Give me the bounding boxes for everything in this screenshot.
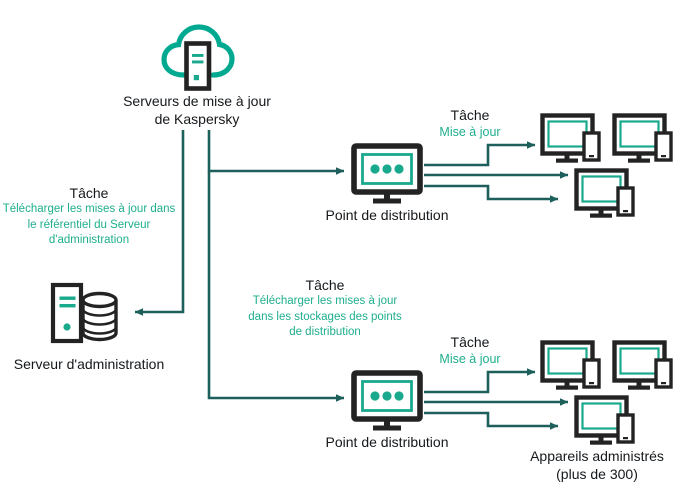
monitor-phone-icon bbox=[574, 168, 635, 218]
wire-cloud-to-dp-bottom bbox=[207, 171, 345, 402]
label-task-update-top-line1: Mise à jour bbox=[439, 125, 501, 140]
label-task-to-distribution-points-heading: Tâche bbox=[305, 277, 345, 293]
label-task-update-bottom: Tâche Mise à jour bbox=[409, 333, 531, 368]
wire-dp-top-to-device-1 bbox=[424, 141, 536, 167]
monitor-dots-icon bbox=[351, 370, 423, 431]
label-task-update-top: Tâche Mise à jour bbox=[409, 106, 531, 141]
update-servers-caption-line2: de Kaspersky bbox=[154, 111, 240, 128]
admin-server-caption: Serveur d'administration bbox=[13, 356, 165, 372]
wire-cloud-to-dp-top bbox=[207, 130, 345, 175]
monitor-phone-icon bbox=[612, 340, 673, 390]
monitor-phone-icon bbox=[574, 395, 635, 445]
wire-dp-bottom-to-device-3 bbox=[424, 411, 559, 430]
server-database-icon bbox=[50, 282, 118, 344]
update-servers-caption: Serveurs de mise à jour de Kaspersky bbox=[82, 92, 312, 128]
label-task-to-distribution-points-line3: de distribution bbox=[289, 325, 361, 338]
label-task-to-admin-server-line1: Télécharger les mises à jour dans bbox=[2, 203, 176, 216]
label-task-update-bottom-line1: Mise à jour bbox=[439, 352, 501, 367]
label-task-to-distribution-points-line1: Télécharger les mises à jour bbox=[252, 295, 398, 308]
label-task-to-admin-server: Tâche Télécharger les mises à jour dans … bbox=[0, 184, 180, 248]
wire-dp-top-to-device-3 bbox=[424, 184, 559, 203]
monitor-dots-icon bbox=[351, 143, 423, 204]
label-task-update-bottom-heading: Tâche bbox=[450, 334, 490, 350]
wire-dp-bottom-to-device-1 bbox=[424, 368, 536, 394]
update-servers-caption-line1: Serveurs de mise à jour bbox=[123, 93, 271, 109]
label-task-update-top-heading: Tâche bbox=[450, 107, 490, 123]
wire-cloud-to-admin-server bbox=[134, 130, 185, 316]
label-task-to-distribution-points: Tâche Télécharger les mises à jour dans … bbox=[225, 276, 425, 340]
managed-devices-caption-line2: (plus de 300) bbox=[556, 466, 638, 483]
distribution-point-top-caption: Point de distribution bbox=[325, 207, 449, 223]
monitor-phone-icon bbox=[540, 113, 601, 163]
label-task-to-admin-server-line3: d'administration bbox=[48, 233, 130, 246]
distribution-point-bottom-caption: Point de distribution bbox=[325, 434, 449, 450]
label-task-to-distribution-points-line2: dans les stockages des points bbox=[248, 310, 402, 323]
label-task-to-admin-server-line2: le référentiel du Serveur bbox=[27, 218, 151, 231]
label-task-to-admin-server-heading: Tâche bbox=[69, 185, 109, 201]
monitor-phone-icon bbox=[612, 113, 673, 163]
cloud-server-icon bbox=[161, 24, 235, 91]
monitor-phone-icon bbox=[540, 340, 601, 390]
managed-devices-caption: Appareils administrés (plus de 300) bbox=[508, 447, 686, 483]
managed-devices-caption-line1: Appareils administrés bbox=[530, 448, 664, 464]
